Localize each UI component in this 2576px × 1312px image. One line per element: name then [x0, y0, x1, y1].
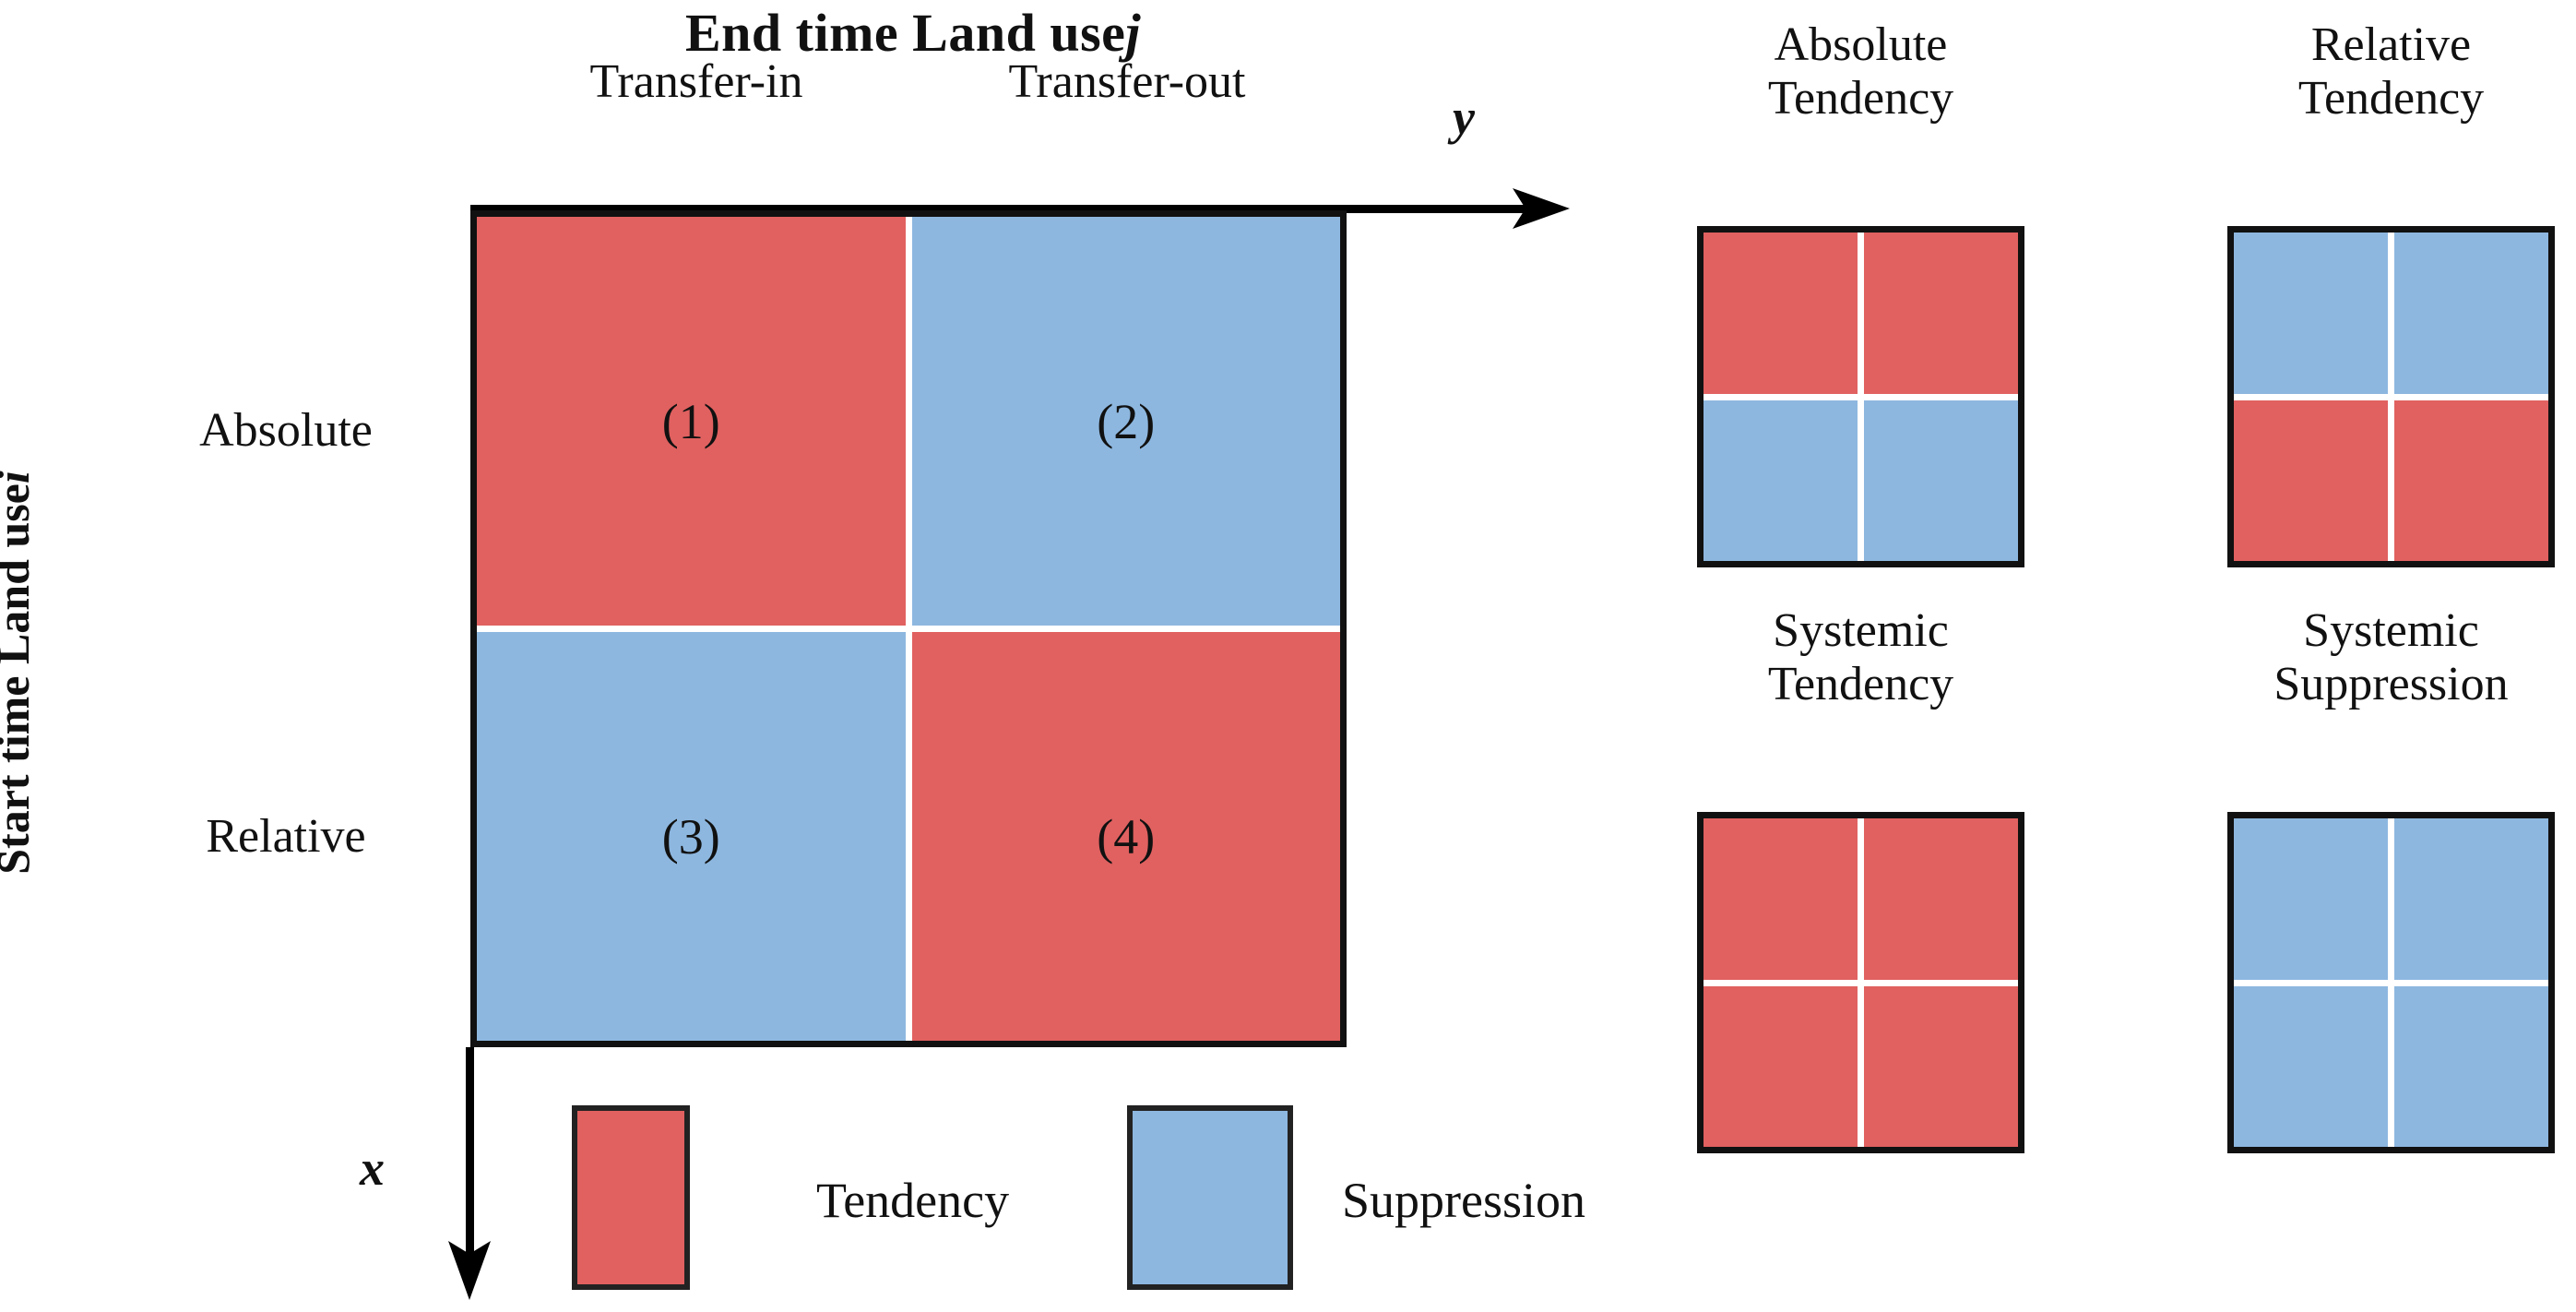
matrix-cell-4-label: (4) — [1097, 808, 1156, 865]
panel-systemic-suppression-cell-3[interactable] — [2234, 985, 2388, 1147]
panel-relative-tendency-title-line1: Relative — [2310, 18, 2472, 71]
panel-systemic-suppression-cell-1[interactable] — [2234, 818, 2388, 980]
panel-relative-tendency-cell-2[interactable] — [2394, 233, 2548, 394]
panel-absolute-tendency-title-line2: Tendency — [1767, 72, 1954, 125]
column-header-transfer-out: Transfer-out — [1008, 55, 1246, 108]
column-header-transfer-in: Transfer-in — [589, 55, 803, 108]
y-axis-title-text: Start time Land use — [0, 483, 39, 875]
legend-label-tendency: Tendency — [816, 1173, 1010, 1228]
panel-systemic-suppression-title-line2: Suppression — [2273, 658, 2509, 711]
matrix-cell-1[interactable]: (1) — [477, 217, 906, 626]
panel-systemic-tendency-cell-4[interactable] — [1864, 985, 2018, 1147]
panel-systemic-suppression-title-line1: Systemic — [2303, 604, 2479, 657]
main-quadrant-matrix: (1) (2) (3) (4) — [470, 210, 1347, 1047]
panel-systemic-tendency-cell-3[interactable] — [1703, 985, 1858, 1147]
legend-swatch-tendency — [572, 1105, 690, 1290]
matrix-cell-3[interactable]: (3) — [477, 632, 906, 1041]
panel-systemic-tendency-title-line2: Tendency — [1767, 658, 1954, 711]
matrix-cell-2-label: (2) — [1097, 393, 1156, 449]
panel-relative-tendency-title-line2: Tendency — [2297, 72, 2485, 125]
panel-systemic-tendency-cell-2[interactable] — [1864, 818, 2018, 980]
panel-systemic-suppression-cell-2[interactable] — [2394, 818, 2548, 980]
legend-label-suppression: Suppression — [1342, 1173, 1586, 1228]
panel-absolute-tendency-cell-2[interactable] — [1864, 233, 2018, 394]
panel-absolute-tendency-title: Absolute Tendency — [1768, 18, 1953, 125]
y-axis-title-italic-i: i — [0, 471, 39, 483]
panel-systemic-tendency-title: Systemic Tendency — [1768, 604, 1953, 711]
y-axis-line — [470, 205, 1531, 213]
row-header-relative: Relative — [206, 810, 366, 863]
legend-swatch-suppression — [1127, 1105, 1293, 1290]
panel-systemic-tendency: Systemic Tendency — [1697, 604, 2024, 1158]
y-axis-title: Start time Land usei — [0, 471, 40, 875]
panel-relative-tendency-grid — [2227, 226, 2555, 567]
x-axis-line — [466, 1047, 474, 1269]
figure-main-title: End time Land usej — [684, 3, 1142, 63]
panel-absolute-tendency: Absolute Tendency — [1697, 18, 2024, 572]
panel-relative-tendency-cell-4[interactable] — [2394, 400, 2548, 561]
matrix-cell-1-label: (1) — [661, 393, 720, 449]
panel-absolute-tendency-cell-4[interactable] — [1864, 400, 2018, 561]
matrix-cell-3-label: (3) — [661, 808, 720, 865]
x-axis-arrowhead-icon — [448, 1241, 491, 1300]
x-axis-label: x — [360, 1140, 385, 1196]
panel-systemic-suppression: Systemic Suppression — [2227, 604, 2555, 1158]
main-title-text: End time Land use — [684, 3, 1126, 63]
matrix-cell-4[interactable]: (4) — [911, 632, 1340, 1041]
panel-absolute-tendency-cell-3[interactable] — [1703, 400, 1858, 561]
y-axis-label: y — [1453, 89, 1475, 145]
panel-systemic-tendency-grid — [1697, 812, 2024, 1153]
panel-absolute-tendency-grid — [1697, 226, 2024, 567]
panel-systemic-suppression-grid — [2227, 812, 2555, 1153]
panel-relative-tendency: Relative Tendency — [2227, 18, 2555, 572]
panel-systemic-tendency-title-line1: Systemic — [1773, 604, 1949, 657]
panel-absolute-tendency-title-line1: Absolute — [1774, 18, 1948, 71]
main-title-italic-j: j — [1125, 3, 1142, 63]
row-header-absolute: Absolute — [199, 404, 373, 457]
panel-relative-tendency-title: Relative Tendency — [2298, 18, 2484, 125]
matrix-cell-2[interactable]: (2) — [911, 217, 1340, 626]
panel-systemic-tendency-cell-1[interactable] — [1703, 818, 1858, 980]
panel-absolute-tendency-cell-1[interactable] — [1703, 233, 1858, 394]
panel-systemic-suppression-cell-4[interactable] — [2394, 985, 2548, 1147]
y-axis-arrowhead-icon — [1513, 188, 1570, 229]
panel-systemic-suppression-title: Systemic Suppression — [2273, 604, 2508, 711]
panel-relative-tendency-cell-1[interactable] — [2234, 233, 2388, 394]
panel-relative-tendency-cell-3[interactable] — [2234, 400, 2388, 561]
